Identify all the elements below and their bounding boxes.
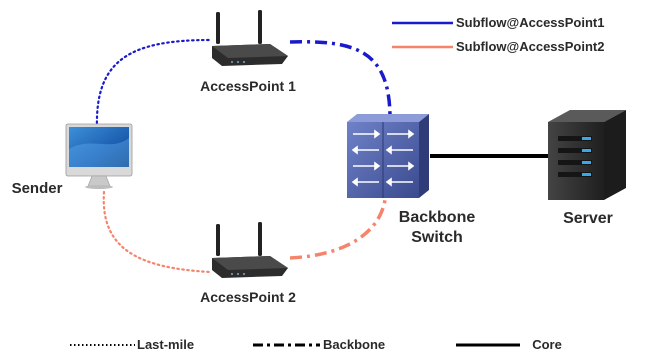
sender-label: Sender [12,180,63,197]
backbone-link-ap2 [289,199,387,260]
core-legend-label: Core [532,337,562,352]
subflow1-label: Subflow@AccessPoint1 [456,15,604,30]
network-switch-icon [347,114,429,198]
ap1-label: AccessPoint 1 [200,78,296,94]
wifi-router-icon [212,10,288,66]
subflow-legend: Subflow@AccessPoint1 Subflow@AccessPoint… [392,15,604,54]
subflow2-label: Subflow@AccessPoint2 [456,39,604,54]
backbone-legend-label: Backbone [323,337,385,352]
switch-label-line1: Backbone [399,209,476,226]
last-mile-link-ap2 [102,190,212,274]
server-label: Server [563,210,613,227]
last-mile-link-ap1 [95,38,212,130]
switch-label-line2: Switch [411,229,463,246]
imac-computer-icon [65,123,133,189]
link-type-legend: Last-mile Backbone Core [70,337,562,352]
wifi-router-icon [212,222,288,278]
ap2-label: AccessPoint 2 [200,289,296,305]
server-tower-icon [548,110,626,200]
last-mile-legend-label: Last-mile [137,337,194,352]
backbone-link-ap1 [289,40,392,119]
